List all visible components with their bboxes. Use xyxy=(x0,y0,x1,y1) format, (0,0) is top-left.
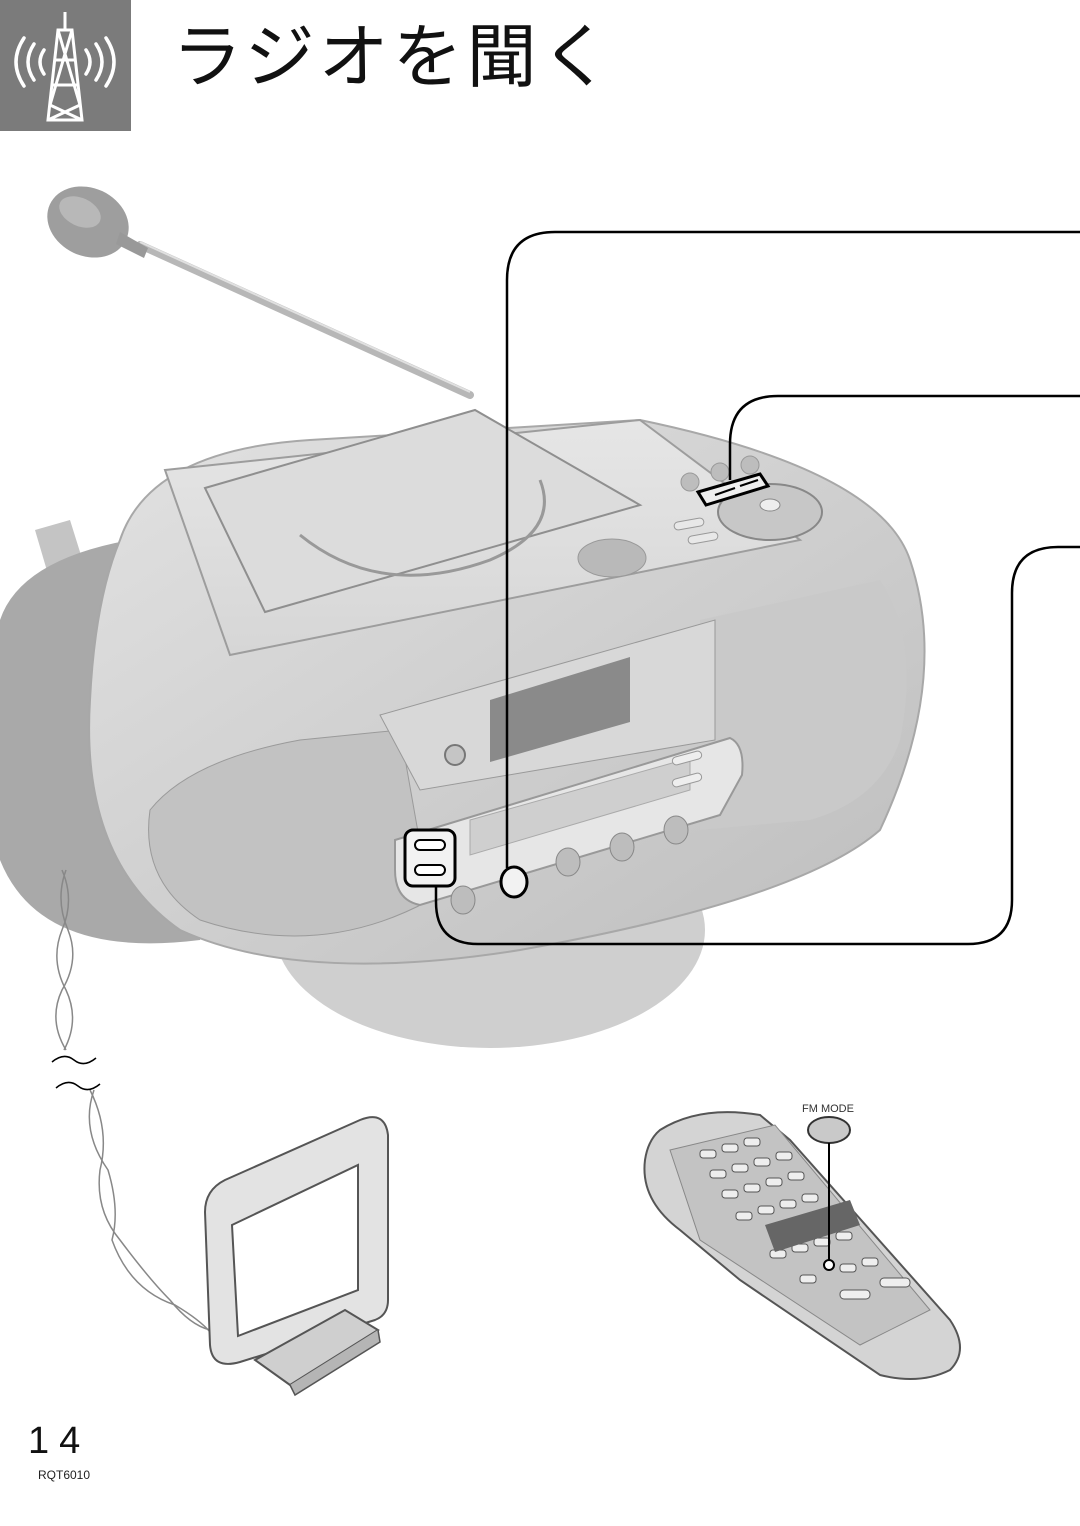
band-buttons-front[interactable] xyxy=(403,828,457,888)
band-selector-top[interactable] xyxy=(695,472,771,507)
left-speaker-grille xyxy=(148,729,431,937)
fm-mode-callout: FM MODE xyxy=(802,1103,854,1271)
radio-tower-icon xyxy=(14,12,116,122)
cd-lid xyxy=(203,408,643,614)
antenna-wire xyxy=(55,869,211,1333)
right-speaker-grille xyxy=(700,580,907,830)
power-knob[interactable] xyxy=(717,483,823,541)
header-icon-box xyxy=(0,0,131,131)
fm-mode-label: FM MODE xyxy=(802,1103,854,1115)
loop-antenna xyxy=(203,1116,389,1397)
headphone-jack xyxy=(444,744,466,766)
wire-break-marks xyxy=(51,1055,101,1091)
page-title: ラジオを聞く xyxy=(172,16,615,98)
tuning-knob[interactable] xyxy=(499,865,529,899)
front-knobs xyxy=(450,815,689,915)
top-controls xyxy=(673,455,823,545)
cd-lid-curve xyxy=(299,479,546,577)
document-code: RQT6010 xyxy=(38,1468,91,1482)
remote-control xyxy=(643,1111,961,1380)
display-screen xyxy=(490,657,630,762)
cassette-slot xyxy=(469,757,691,856)
telescopic-antenna xyxy=(47,186,474,399)
page-number: 14 xyxy=(28,1420,91,1462)
lid-open-button[interactable] xyxy=(577,538,647,578)
callout-lines xyxy=(434,230,1080,946)
fm-mode-button[interactable] xyxy=(807,1116,851,1144)
